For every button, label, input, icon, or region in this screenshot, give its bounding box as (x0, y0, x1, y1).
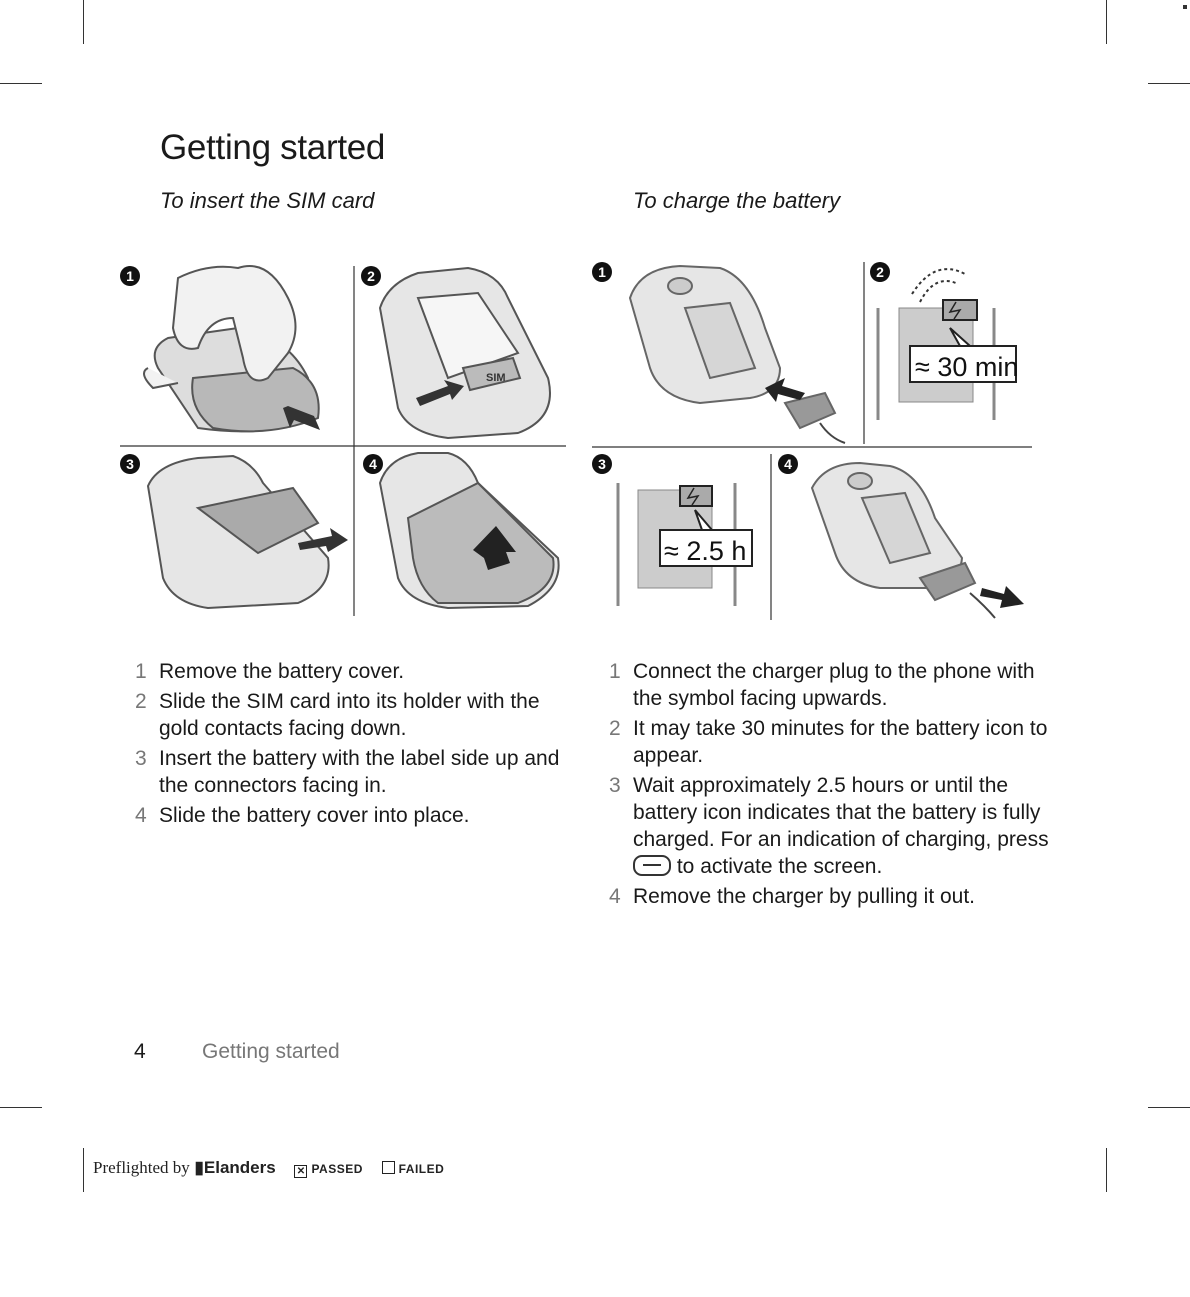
sim-label: SIM (486, 372, 506, 384)
arrow-icon (980, 586, 1024, 608)
list-item: 2 Slide the SIM card into its holder with… (135, 688, 575, 742)
list-item: 2 It may take 30 minutes for the battery … (609, 715, 1049, 769)
arrow-icon (765, 378, 805, 402)
page-number: 4 (134, 1040, 146, 1063)
crop-mark (0, 1107, 42, 1108)
screen-25h-illustration (616, 483, 753, 606)
brand-name: Elanders (203, 1158, 276, 1177)
step-number: 1 (135, 660, 147, 683)
footer-section: Getting started (202, 1040, 340, 1063)
elanders-logo: ▮Elanders (194, 1158, 276, 1177)
step-text: Remove the charger by pulling it out. (633, 885, 976, 908)
charge-figure: ≈ 30 min ≈ 2.5 h 1 2 3 4 (590, 258, 1034, 624)
minus-key-icon (633, 855, 671, 876)
step-text: It may take 30 minutes for the battery i… (633, 717, 1048, 767)
arrow-icon (283, 406, 320, 430)
list-item: 3 Wait approximately 2.5 hours or until t… (609, 772, 1049, 880)
insert-battery-illustration (146, 454, 330, 610)
figure-step-badge: 3 (592, 454, 612, 474)
passed-label: PASSED (311, 1162, 363, 1176)
list-item: 1 Remove the battery cover. (135, 658, 575, 685)
sim-figure: SIM 1 2 3 4 (118, 258, 568, 620)
crop-mark (83, 1148, 84, 1192)
crop-mark (83, 0, 84, 44)
phone-unplug-illustration (810, 461, 996, 619)
passed-checkbox: ✕ (294, 1165, 308, 1178)
arrow-icon (416, 380, 464, 406)
charge-figure-drawing: ≈ 30 min ≈ 2.5 h (592, 262, 1032, 620)
step-number: 4 (609, 885, 621, 908)
sim-figure-drawing: SIM (120, 265, 566, 616)
figure-step-badge: 1 (592, 262, 612, 282)
step-number: 1 (609, 660, 621, 683)
figure-step-badge: 2 (870, 262, 890, 282)
callout-30min: ≈ 30 min (915, 352, 1018, 382)
step-text: Slide the SIM card into its holder with … (159, 690, 540, 740)
step-number: 3 (135, 747, 147, 770)
step-number: 2 (609, 717, 621, 740)
crop-dot (1183, 5, 1187, 9)
step-text: Remove the battery cover. (159, 660, 405, 683)
crop-mark (1106, 0, 1107, 44)
step-number: 3 (609, 774, 621, 797)
step-text: Slide the battery cover into place. (159, 804, 470, 827)
figure-step-badge: 3 (120, 454, 140, 474)
list-item: 1 Connect the charger plug to the phone w… (609, 658, 1049, 712)
figure-step-badge: 4 (778, 454, 798, 474)
step-number: 2 (135, 690, 147, 713)
failed-label: FAILED (398, 1162, 445, 1176)
replace-cover-illustration (378, 452, 560, 610)
preflight-stamp: Preflighted by ▮Elanders ✕PASSED FAILED (93, 1158, 444, 1178)
sim-steps-list: 1 Remove the battery cover. 2 Slide the SI… (135, 658, 575, 832)
step-text: to activate the screen. (676, 855, 883, 878)
page-title: Getting started (160, 128, 386, 167)
figure-step-badge: 1 (120, 266, 140, 286)
callout-25h: ≈ 2.5 h (664, 536, 746, 566)
step-text: Wait approximately 2.5 hours or until th… (633, 774, 1049, 851)
figure-step-badge: 2 (361, 266, 381, 286)
screen-30min-illustration (876, 268, 1017, 420)
list-item: 3 Insert the battery with the label side … (135, 745, 575, 799)
preflight-prefix: Preflighted by (93, 1158, 190, 1177)
arrow-icon (473, 526, 516, 570)
sim-subhead: To insert the SIM card (160, 188, 375, 213)
remove-cover-illustration (143, 265, 320, 433)
sim-slide-illustration (378, 266, 551, 440)
charge-steps-list: 1 Connect the charger plug to the phone w… (609, 658, 1049, 913)
phone-charging-illustration (628, 264, 846, 444)
list-item: 4 Remove the charger by pulling it out. (609, 883, 1049, 910)
step-text: Connect the charger plug to the phone wi… (633, 660, 1035, 710)
crop-mark (1148, 1107, 1190, 1108)
list-item: 4 Slide the battery cover into place. (135, 802, 575, 829)
charge-subhead: To charge the battery (633, 188, 841, 213)
step-number: 4 (135, 804, 147, 827)
step-text: Insert the battery with the label side u… (159, 747, 560, 797)
crop-mark (1106, 1148, 1107, 1192)
failed-checkbox (381, 1161, 395, 1174)
crop-mark (0, 83, 42, 84)
crop-mark (1148, 83, 1190, 84)
arrow-icon (298, 528, 348, 552)
figure-step-badge: 4 (363, 454, 383, 474)
